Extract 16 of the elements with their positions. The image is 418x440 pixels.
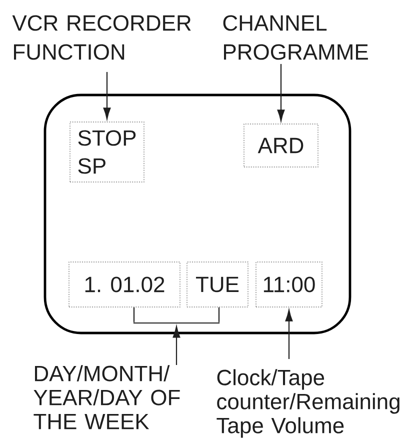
callout-text: CHANNEL PROGRAMME [223, 15, 368, 60]
connector-line [133, 307, 135, 322]
callout-text: VCR RECORDER FUNCTION [12, 15, 191, 60]
indicator-box: 1. 01.02 [68, 262, 180, 308]
indicator-box: ARD [244, 124, 318, 168]
display-screen [44, 94, 352, 334]
connector-line [218, 307, 220, 322]
callout-text: DAY/MONTH/ YEAR/DAY OF THE WEEK [34, 365, 180, 430]
indicator-box: 11:00 [256, 262, 322, 308]
arrow [172, 326, 180, 365]
arrow [285, 310, 293, 359]
arrow [103, 72, 111, 120]
indicator-box: STOP SP [70, 122, 144, 182]
indicator-box: TUE [186, 262, 248, 308]
callout-text: Clock/Tape counter/Remaining Tape Volume [216, 369, 400, 438]
arrow [277, 64, 285, 122]
